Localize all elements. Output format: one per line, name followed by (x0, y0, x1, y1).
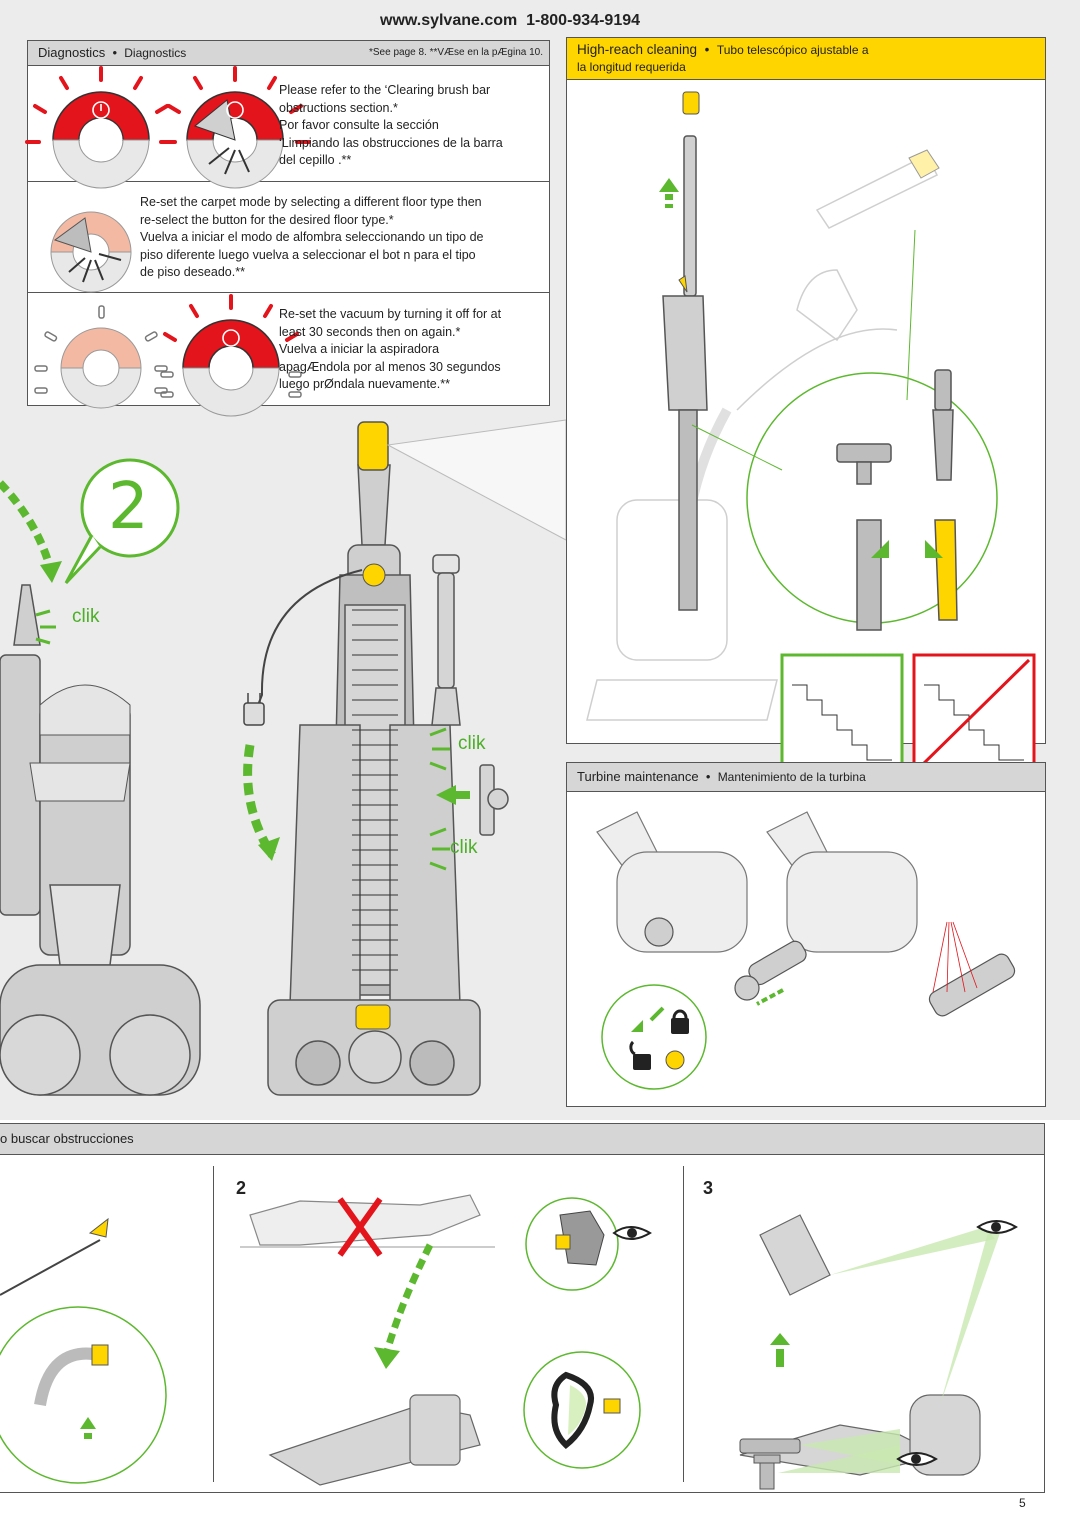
clik-label-2: clik (458, 733, 486, 754)
diagnostic-row-3-text: Re-set the vacuum by turning it off for … (279, 307, 502, 391)
high-reach-header: High-reach cleaning • Tubo telescópico a… (567, 38, 1045, 80)
turbine-panel: Turbine maintenance • Mantenimiento de l… (566, 762, 1046, 1107)
diagnostics-title: Diagnostics (38, 45, 106, 60)
obstructions-illustration (0, 1194, 1018, 1490)
turbine-header: Turbine maintenance • Mantenimiento de l… (567, 763, 1045, 792)
high-reach-title: High-reach cleaning (577, 42, 698, 57)
diagnostics-note: *See page 8. **VÆse en la pÆgina 10. (368, 47, 543, 58)
diagnostic-row-3: Re-set the vacuum by turning it off for … (28, 293, 549, 417)
diagnostic-row-1: Please refer to the ‘Clearing brush bar … (25, 66, 549, 189)
main-step-number: 2 (108, 470, 149, 544)
high-reach-panel: High-reach cleaning • Tubo telescópico a… (566, 37, 1046, 775)
eye-icon-2 (976, 1220, 1018, 1234)
turbine-title: Turbine maintenance (577, 769, 699, 784)
obstructions-title: o buscar obstrucciones (0, 1131, 134, 1146)
obstructions-divider-2 (683, 1166, 684, 1482)
diagnostics-subtitle: Diagnostics (124, 46, 187, 60)
diagnostic-row-2-text: Re-set the carpet mode by selecting a di… (140, 195, 484, 279)
high-reach-subtitle-2: la longitud requerida (577, 60, 686, 74)
high-reach-subtitle-1: Tubo telescópico ajustable a (716, 43, 869, 57)
diagnostic-row-1-text: Please refer to the ‘Clearing brush bar … (279, 83, 503, 167)
step-2-badge (64, 458, 180, 585)
obstructions-header: o buscar obstrucciones (0, 1124, 1044, 1155)
eye-icon-1 (612, 1226, 652, 1240)
brush-bar-fault-icon (25, 66, 311, 189)
clik-label-1: clik (72, 606, 100, 627)
carpet-mode-icon (50, 211, 132, 293)
header-url[interactable]: www.sylvane.com (380, 12, 518, 29)
header-phone: 1-800-934-9194 (526, 12, 641, 29)
high-reach-illustration (586, 91, 1036, 775)
diagnostics-panel: Diagnostics • Diagnostics *See page 8. *… (25, 40, 550, 417)
obstructions-step-2: 2 (236, 1178, 247, 1198)
diagnostic-row-2: Re-set the carpet mode by selecting a di… (28, 182, 549, 293)
main-vacuum-illustration (0, 419, 567, 1096)
clik-label-3: clik (450, 837, 478, 858)
turbine-illustration (596, 811, 1016, 1090)
obstructions-panel: o buscar obstrucciones 2 3 (0, 1123, 1045, 1493)
eye-icon-3 (896, 1452, 938, 1466)
obstructions-step-3: 3 (703, 1178, 714, 1198)
page-number: 5 (1019, 1496, 1026, 1510)
obstructions-divider-1 (213, 1166, 214, 1482)
reset-vacuum-icon (34, 294, 302, 417)
header-contact: www.sylvane.com 1-800-934-9194 (380, 12, 640, 30)
diagnostics-header: Diagnostics • Diagnostics *See page 8. *… (28, 41, 549, 66)
turbine-subtitle: Mantenimiento de la turbina (717, 770, 866, 784)
